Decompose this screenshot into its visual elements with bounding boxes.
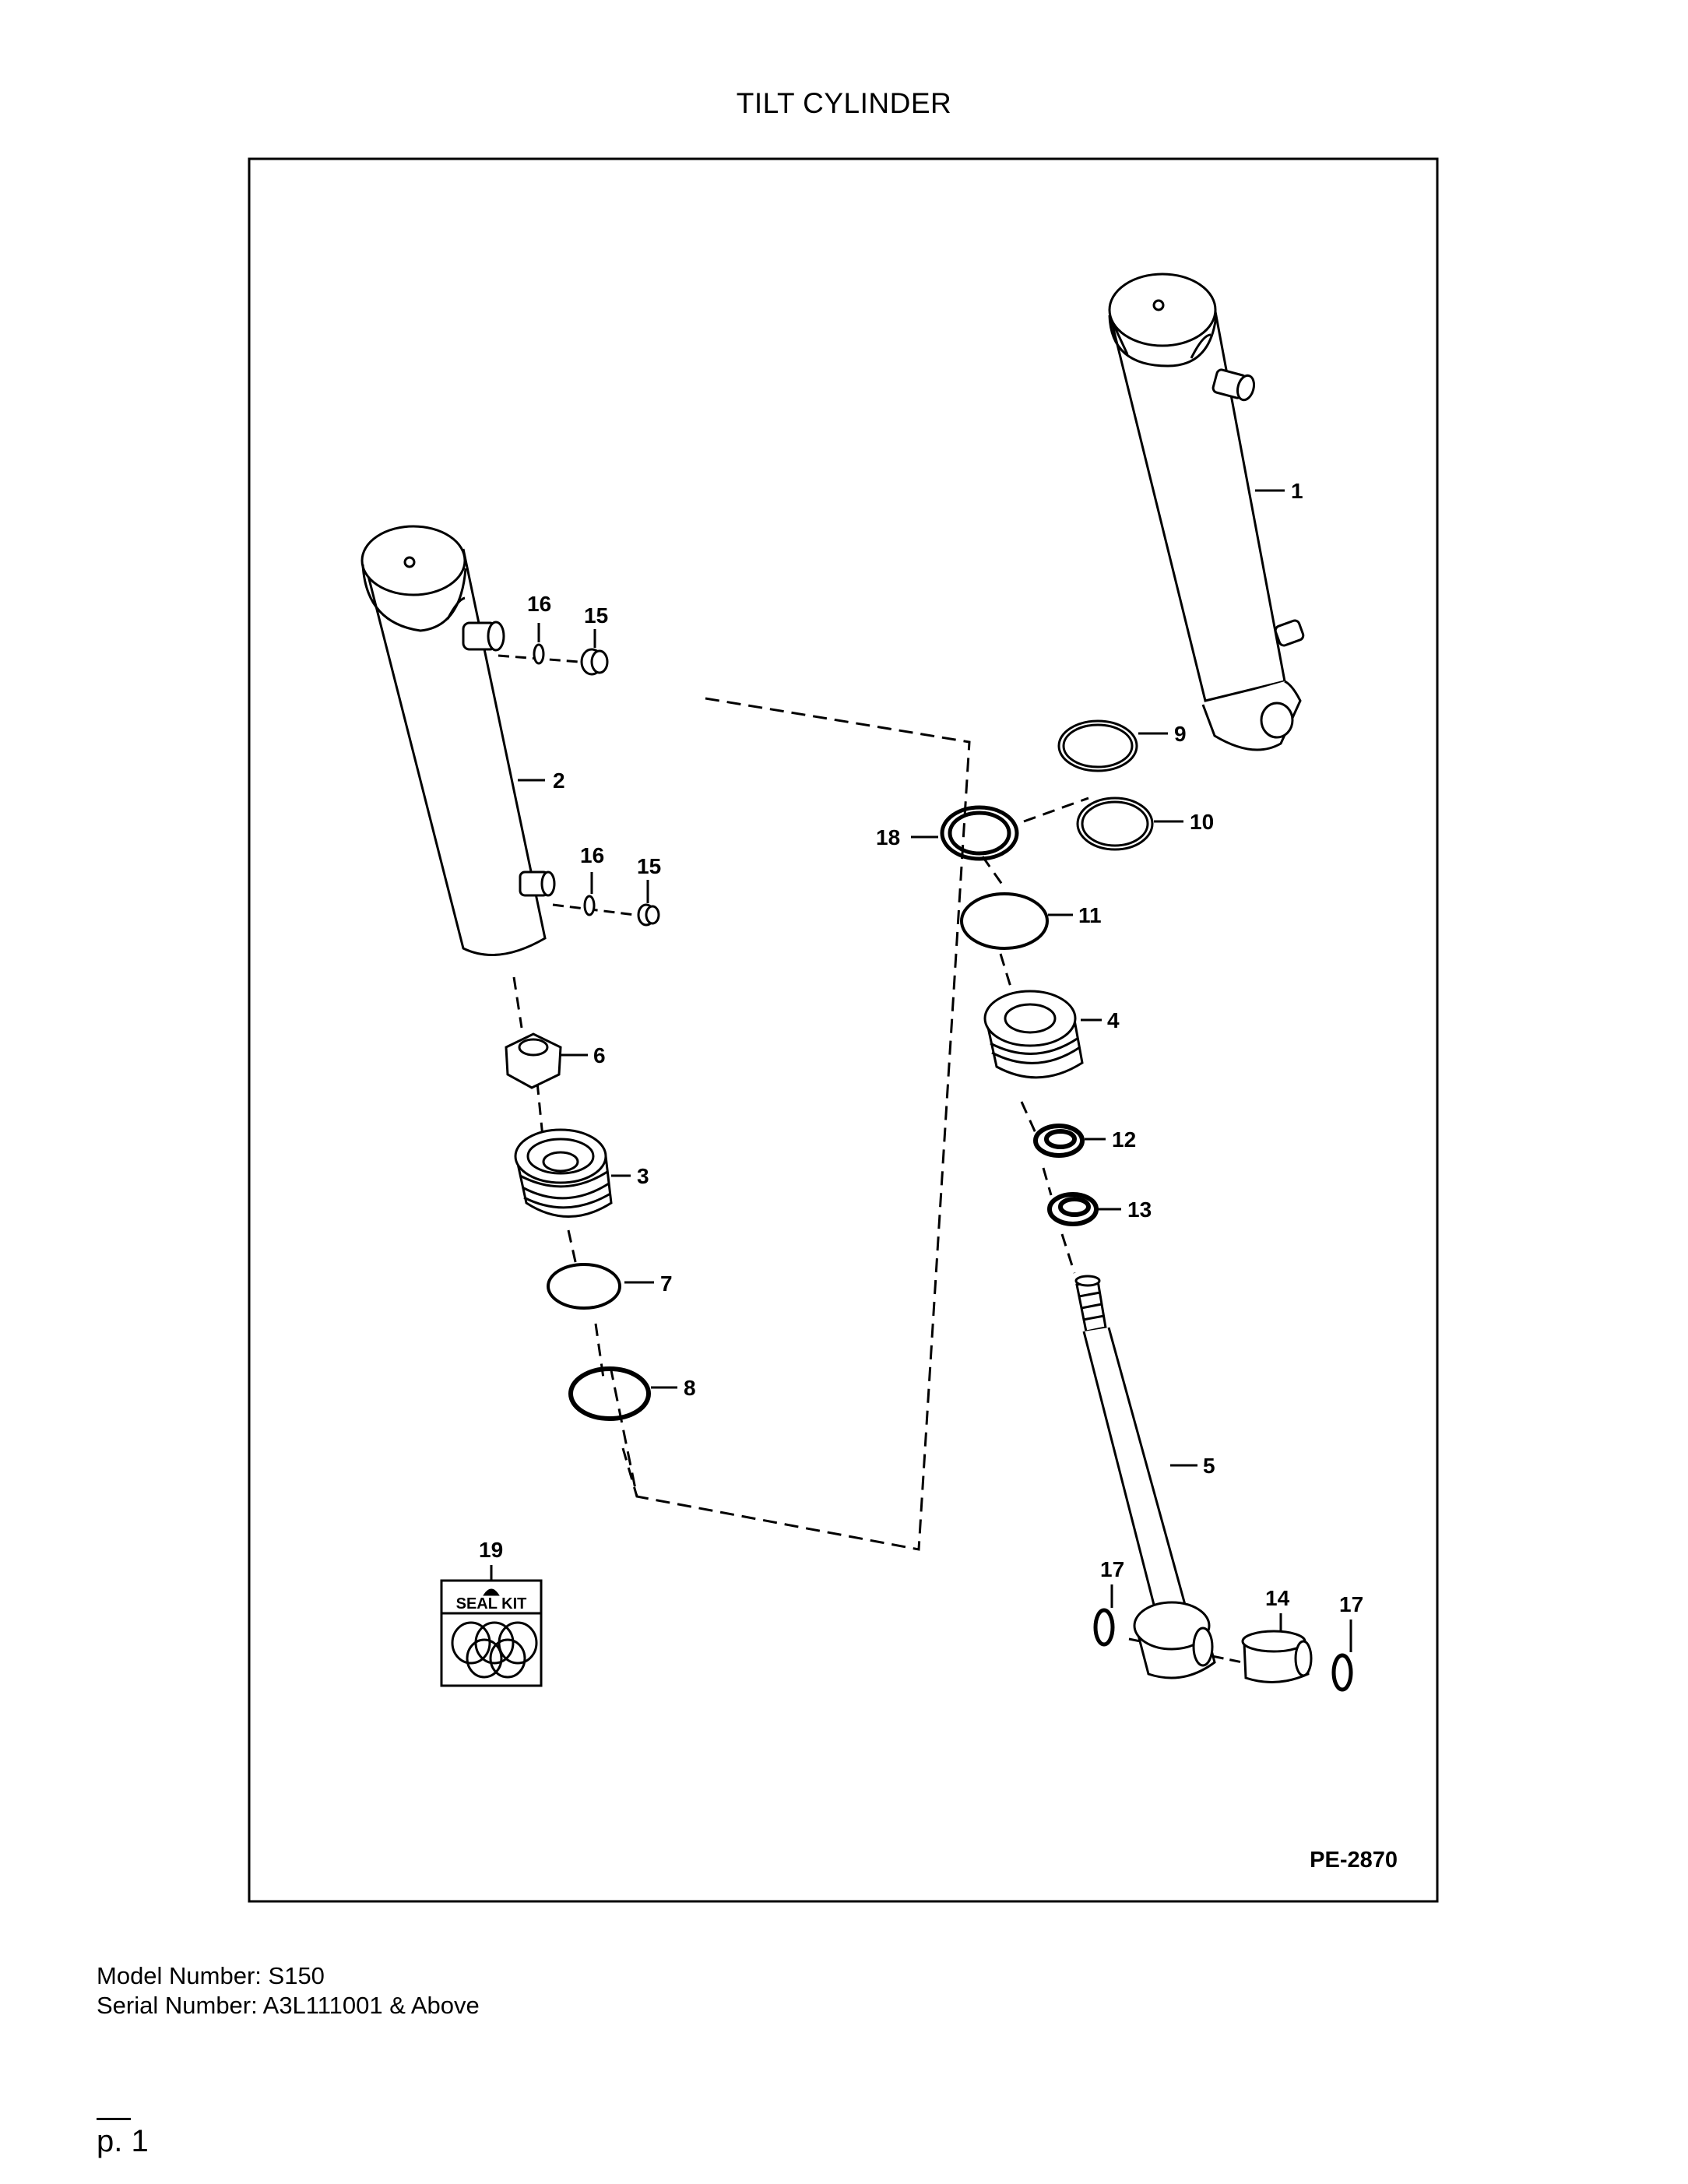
model-number: Model Number: S150 <box>97 1962 325 1989</box>
callout-2: 2 <box>553 768 565 793</box>
callout-9: 9 <box>1174 722 1187 746</box>
part-6-nut <box>505 1032 562 1089</box>
page-number: p. 1 <box>97 2124 149 2158</box>
callout-19: 19 <box>479 1538 503 1562</box>
part-15-plugs <box>580 648 660 927</box>
callout-4: 4 <box>1107 1008 1120 1032</box>
part-3-piston <box>514 1128 613 1218</box>
callout-17b: 17 <box>1339 1592 1363 1616</box>
callout-3: 3 <box>637 1164 649 1188</box>
serial-number: Serial Number: A3L111001 & Above <box>97 1992 480 2019</box>
part-12-seal <box>1033 1124 1085 1158</box>
callout-14: 14 <box>1265 1586 1290 1610</box>
part-13-wiper <box>1047 1192 1099 1226</box>
callout-11: 11 <box>1078 903 1102 927</box>
callout-1: 1 <box>1291 479 1303 503</box>
leader-lines <box>490 489 1352 1652</box>
callout-13: 13 <box>1127 1198 1152 1222</box>
callout-16a: 16 <box>527 592 551 616</box>
drawing-id: PE-2870 <box>1310 1848 1398 1873</box>
callout-10: 10 <box>1190 810 1214 834</box>
part-19-seal-kit <box>440 1579 543 1687</box>
callout-17a: 17 <box>1100 1557 1124 1581</box>
callout-5: 5 <box>1203 1454 1215 1478</box>
page-divider <box>97 2118 131 2120</box>
callout-15b: 15 <box>637 854 661 878</box>
diagram-frame <box>248 157 1439 1903</box>
callout-8: 8 <box>684 1376 696 1400</box>
part-4-rod-guide <box>983 990 1084 1079</box>
page-title: TILT CYLINDER <box>736 87 952 119</box>
part-8-oring <box>568 1366 651 1421</box>
callout-16b: 16 <box>580 843 604 867</box>
part-14-bushing <box>1241 1630 1313 1683</box>
part-2-barrel <box>360 525 556 956</box>
part-7-oring <box>547 1263 621 1310</box>
seal-kit-label: SEAL KIT <box>456 1595 527 1613</box>
callout-6: 6 <box>593 1043 606 1067</box>
part-9-ring <box>1057 719 1138 772</box>
part-11-ring <box>960 892 1049 950</box>
part-10-ring <box>1076 797 1154 851</box>
part-5-rod <box>1074 1275 1216 1679</box>
part-16-orings <box>533 643 596 916</box>
callout-15a: 15 <box>584 603 608 628</box>
part-17-rings <box>1093 1608 1353 1692</box>
assembly-path-dashed <box>610 697 971 1551</box>
part-18-ring <box>940 805 1019 861</box>
callout-7: 7 <box>660 1271 673 1296</box>
callout-18: 18 <box>876 825 900 849</box>
part-1-barrel <box>1108 273 1305 751</box>
callout-12: 12 <box>1112 1127 1136 1152</box>
